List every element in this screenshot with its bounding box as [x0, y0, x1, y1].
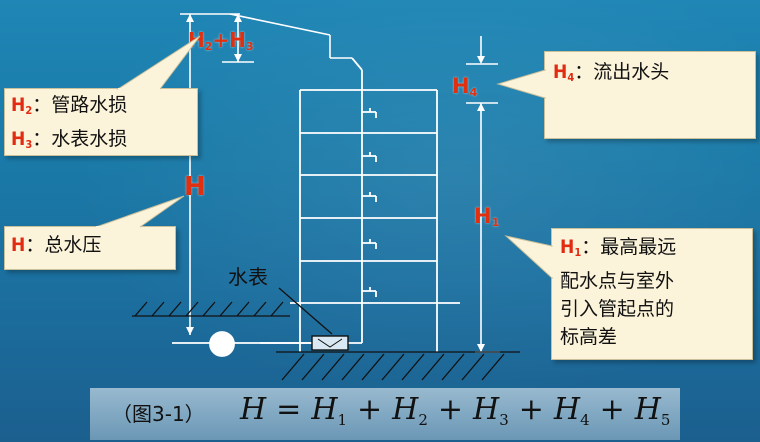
loss-key-2: H3: [11, 128, 33, 151]
formula-term-1: H: [311, 392, 338, 427]
elevation-key: H1: [560, 236, 582, 259]
elevation-line-4: 标高差: [560, 326, 618, 348]
formula-sub-5: 5: [660, 411, 671, 429]
label-h2-main: H: [188, 28, 205, 52]
outflow-key-main: H: [553, 61, 568, 83]
building-frame: [290, 89, 460, 352]
outflow-callout: H4：流出水头: [544, 51, 756, 139]
loss-key-1: H2: [11, 94, 33, 117]
ground-hatching: [132, 301, 520, 381]
loss-line-2: H3：水表水损: [11, 125, 191, 159]
loss-key-1-main: H: [11, 94, 26, 116]
outflow-text: ：流出水头: [574, 61, 670, 83]
loss-text-2: ：水表水损: [32, 128, 128, 150]
outflow-key: H4: [553, 61, 575, 84]
formula-sub-3: 3: [499, 411, 509, 429]
loss-line-1: H2：管路水损: [11, 91, 191, 125]
formula-bar: [90, 388, 680, 440]
label-h4: H4: [452, 74, 477, 99]
head-formula: H=H1+H2+H3+H4+H5: [240, 392, 670, 429]
loss-key-2-sub: 3: [25, 138, 33, 151]
elevation-line-1: H1：最高最远: [560, 233, 748, 267]
formula-term-5: H: [634, 392, 661, 427]
formula-term-4: H: [553, 392, 581, 427]
label-h3-main: H: [229, 28, 246, 52]
label-h: H: [184, 172, 206, 202]
pressure-text: ：总水压: [25, 234, 102, 256]
elevation-line-3: 引入管起点的: [560, 298, 675, 320]
faucets: [362, 108, 377, 297]
outflow-line: H4：流出水头: [553, 58, 749, 92]
loss-text-1: ：管路水损: [32, 94, 128, 116]
pressure-line: H：总水压: [11, 231, 169, 259]
elevation-line-2: 配水点与室外: [560, 270, 675, 292]
label-h-main: H: [184, 172, 206, 202]
supply-pipe: [260, 57, 363, 344]
loss-callout: H2：管路水损 H3：水表水损: [4, 88, 198, 156]
label-h4-main: H: [452, 74, 470, 98]
elevation-key-main: H: [560, 236, 575, 258]
outflow-key-sub: 4: [567, 71, 575, 84]
pressure-key: H: [11, 234, 26, 256]
formula-plus-2: +: [437, 392, 464, 427]
formula-plus-3: +: [518, 392, 544, 427]
formula-equals: =: [276, 392, 302, 427]
loss-key-1-sub: 2: [25, 104, 33, 117]
loss-key-2-main: H: [11, 128, 26, 150]
formula-term-2: H: [392, 392, 419, 427]
label-h1-main: H: [474, 204, 492, 228]
formula-plus-1: +: [357, 392, 383, 427]
formula-plus-4: +: [599, 392, 625, 427]
label-h2-h3: H2+H3: [188, 28, 254, 53]
label-h1-sub: 1: [491, 216, 500, 229]
inlet-pipe: [172, 287, 349, 357]
formula-lhs: H: [240, 392, 267, 427]
formula-sub-4: 4: [580, 411, 590, 429]
elevation-key-sub: 1: [574, 246, 582, 259]
formula-term-3: H: [473, 392, 500, 427]
label-h2-sub: 2: [204, 40, 213, 53]
elevation-text-1: ：最高最远: [581, 236, 677, 258]
water-meter-label: 水表: [228, 265, 268, 289]
label-h1: H1: [474, 204, 499, 229]
pressure-callout: H：总水压: [4, 226, 176, 270]
formula-sub-2: 2: [418, 411, 428, 429]
formula-sub-1: 1: [337, 411, 348, 429]
label-plus: +: [212, 28, 230, 52]
label-h4-sub: 4: [469, 86, 478, 99]
elevation-callout: H1：最高最远 配水点与室外 引入管起点的 标高差: [551, 228, 753, 360]
figure-number: （图3-1）: [112, 402, 205, 426]
label-h3-sub: 3: [245, 40, 254, 53]
